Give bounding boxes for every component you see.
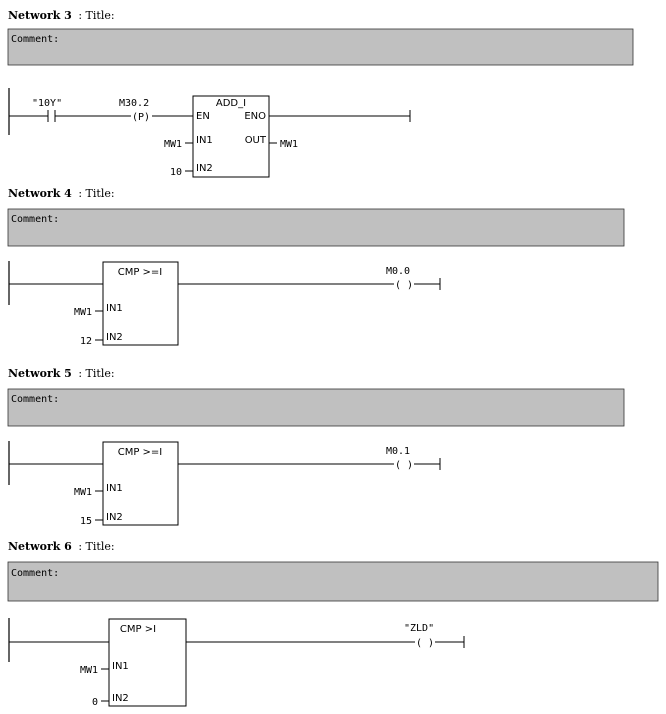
network-5-title: : Title:: [78, 367, 114, 380]
network-5-comment: Comment:: [11, 394, 59, 405]
network-6-coil: ( ): [416, 638, 434, 649]
network-3-heading: Network 3 : Title:: [8, 9, 115, 22]
network-4-comment-box[interactable]: [7, 208, 625, 247]
network-5-cmp-block[interactable]: [102, 441, 179, 526]
network-4-label: Network 4: [8, 187, 72, 200]
network-6-title: : Title:: [78, 540, 114, 553]
network-3-in1-pin: IN1: [196, 135, 213, 146]
network-5-in2-value: 15: [80, 516, 92, 527]
network-5-block-name: CMP >=I: [118, 447, 163, 458]
network-6-in2-value: 0: [92, 697, 98, 708]
network-4-in2-pin: IN2: [106, 332, 123, 343]
network-6-heading: Network 6 : Title:: [8, 540, 115, 553]
network-6-in1-pin: IN1: [112, 661, 129, 672]
network-6-cmp-block[interactable]: [108, 618, 187, 707]
network-3-en-pin: EN: [196, 111, 210, 122]
network-4-in1-pin: IN1: [106, 303, 123, 314]
network-6-label: Network 6: [8, 540, 72, 553]
network-6-coil-tag: "ZLD": [404, 623, 434, 634]
network-5-comment-box[interactable]: [7, 388, 625, 427]
network-6-in2-pin: IN2: [112, 693, 129, 704]
network-6-comment-box[interactable]: [7, 561, 659, 602]
network-3-comment-box[interactable]: [7, 28, 634, 66]
network-5-in2-pin: IN2: [106, 512, 123, 523]
network-3-eno-pin: ENO: [244, 111, 266, 122]
network-3-title: : Title:: [78, 9, 114, 22]
network-3-in1-value: MW1: [164, 139, 182, 150]
network-6-block-name: CMP >I: [120, 624, 156, 635]
network-3-add-block[interactable]: [192, 95, 270, 178]
network-3: Network 3 : Title: Comment: "10Y" (P) M3…: [7, 9, 634, 178]
network-3-out-pin: OUT: [245, 135, 267, 146]
network-5: Network 5 : Title: Comment: CMP >=I IN1 …: [7, 367, 625, 527]
network-6-comment: Comment:: [11, 568, 59, 579]
network-3-label: Network 3: [8, 9, 72, 22]
network-4-cmp-block[interactable]: [102, 261, 179, 346]
network-6: Network 6 : Title: Comment: CMP >I IN1 I…: [7, 540, 659, 708]
network-4-comment: Comment:: [11, 214, 59, 225]
network-4-heading: Network 4 : Title:: [8, 187, 115, 200]
network-5-heading: Network 5 : Title:: [8, 367, 115, 380]
network-5-coil-tag: M0.1: [386, 446, 410, 457]
network-6-in1-value: MW1: [80, 665, 98, 676]
network-4-coil: ( ): [395, 280, 413, 291]
network-3-contact-tag: "10Y": [32, 98, 62, 109]
network-3-block-name: ADD_I: [216, 98, 246, 109]
network-4-in1-value: MW1: [74, 307, 92, 318]
network-3-edge-symbol: (P): [132, 112, 150, 123]
network-5-label: Network 5: [8, 367, 72, 380]
network-3-out-value: MW1: [280, 139, 298, 150]
network-4-title: : Title:: [78, 187, 114, 200]
network-4-in2-value: 12: [80, 336, 92, 347]
network-3-in2-value: 10: [170, 167, 182, 178]
network-3-in2-pin: IN2: [196, 163, 213, 174]
network-5-coil: ( ): [395, 460, 413, 471]
network-5-in1-value: MW1: [74, 487, 92, 498]
network-5-in1-pin: IN1: [106, 483, 123, 494]
network-4-coil-tag: M0.0: [386, 266, 410, 277]
network-3-comment: Comment:: [11, 34, 59, 45]
network-4-block-name: CMP >=I: [118, 267, 163, 278]
network-4: Network 4 : Title: Comment: CMP >=I IN1 …: [7, 187, 625, 347]
network-3-edge-tag: M30.2: [119, 98, 149, 109]
